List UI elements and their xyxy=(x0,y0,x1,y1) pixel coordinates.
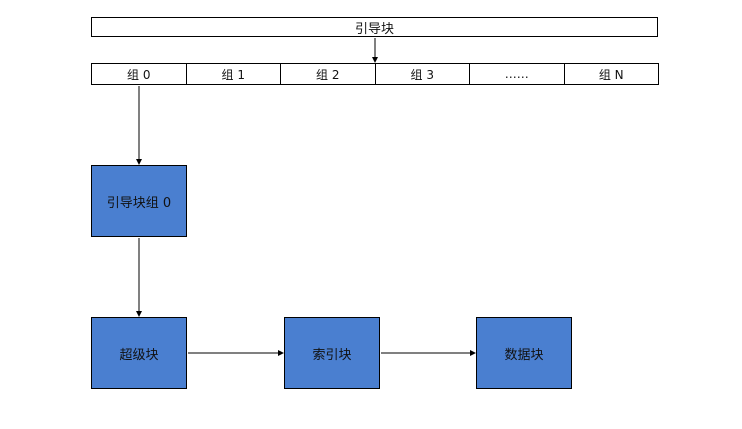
group-cell-ellipsis: …… xyxy=(469,64,564,84)
group-cell-1: 组 1 xyxy=(185,64,281,84)
group-cell-n: 组 N xyxy=(563,64,659,84)
boot-block-label: 引导块 xyxy=(354,21,394,37)
group-cell-3: 组 3 xyxy=(374,64,470,84)
data-block-box: 数据块 xyxy=(476,317,572,389)
boot-block-bar: 引导块 xyxy=(91,17,658,37)
super-block-box: 超级块 xyxy=(91,317,187,389)
index-block-label: 索引块 xyxy=(312,347,352,363)
group-cell-0: 组 0 xyxy=(127,67,151,82)
data-block-label: 数据块 xyxy=(504,347,544,363)
index-block-box: 索引块 xyxy=(284,317,380,389)
group-row: 组 0 组 1 组 2 组 3 …… 组 N xyxy=(91,63,659,85)
boot-group-0-label: 引导块组 0 xyxy=(106,195,172,211)
group-cell-2: 组 2 xyxy=(280,64,375,84)
super-block-label: 超级块 xyxy=(119,347,159,363)
boot-group-0-box: 引导块组 0 xyxy=(91,165,187,237)
